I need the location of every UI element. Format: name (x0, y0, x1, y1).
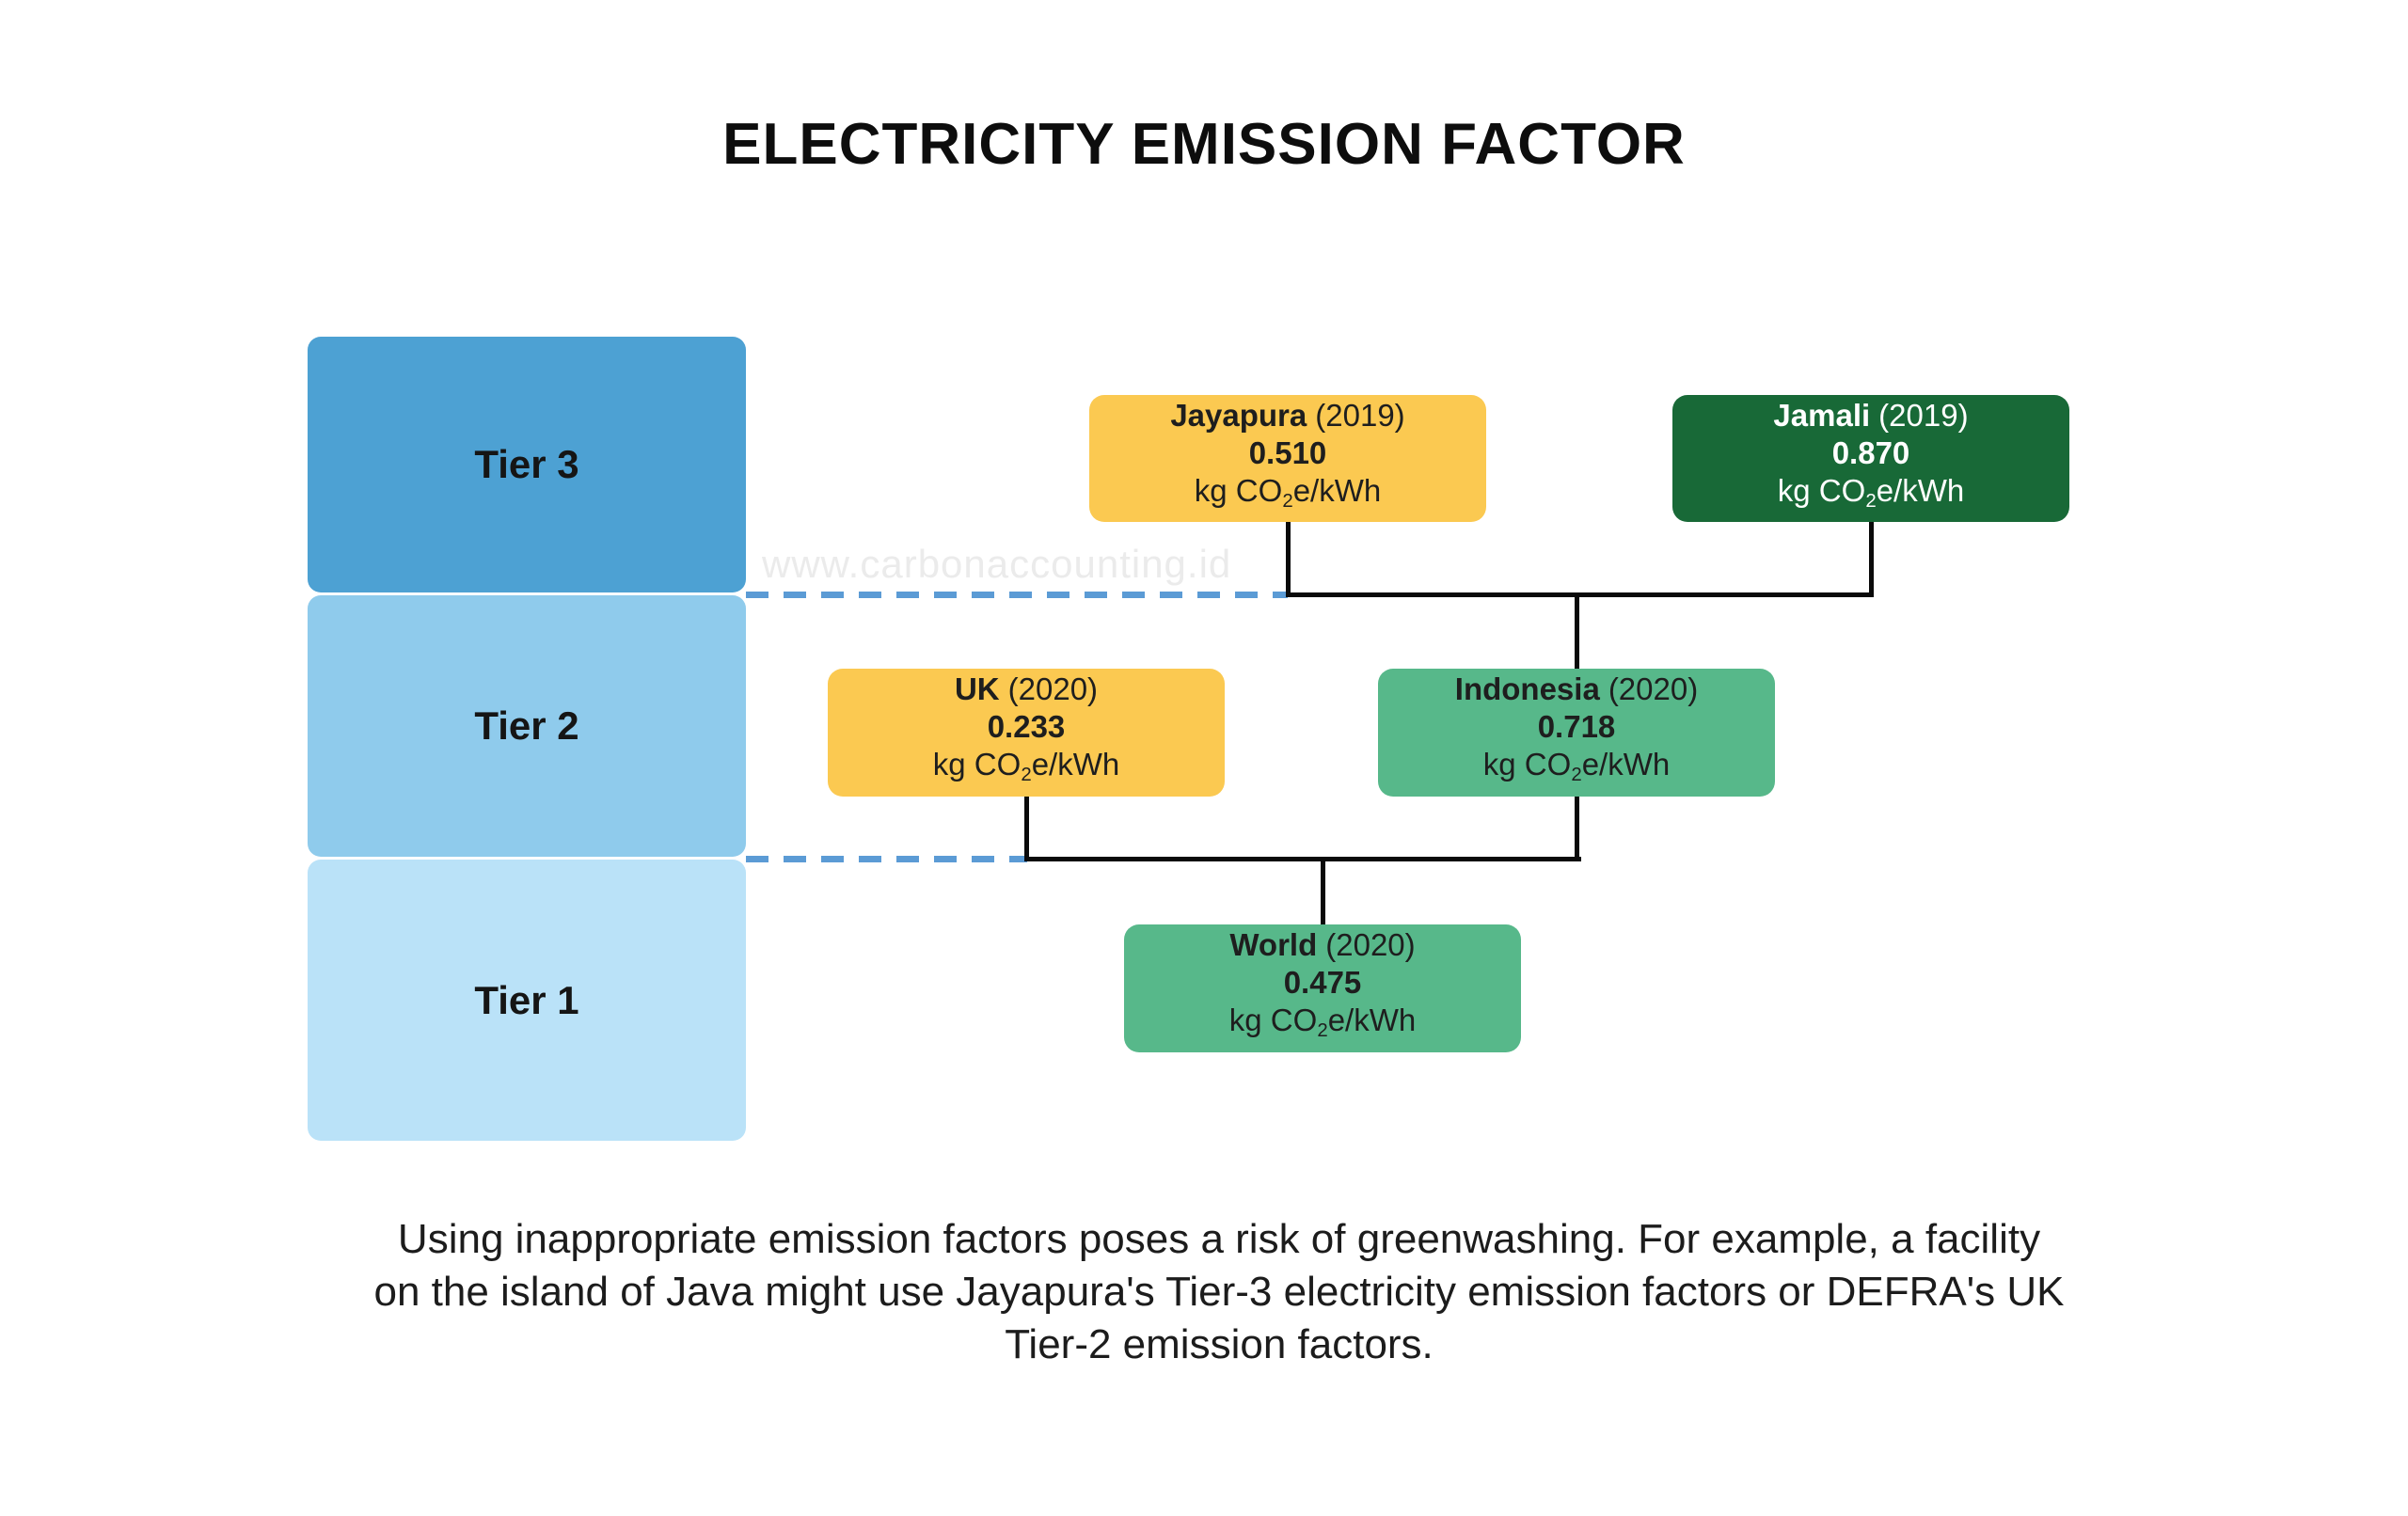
tier-3-band: Tier 3 (308, 337, 746, 592)
footnote-line-1: Using inappropriate emission factors pos… (397, 1216, 2041, 1262)
node-jamali-title: Jamali(2019) (1773, 397, 1969, 433)
node-uk-unit: kg CO2e/kWh (932, 747, 1120, 786)
node-jamali-value: 0.870 (1831, 434, 1910, 470)
node-world-unit: kg CO2e/kWh (1228, 1003, 1417, 1042)
connector-bottom-horizontal (1024, 857, 1581, 861)
node-jayapura-value: 0.510 (1248, 434, 1327, 470)
node-indonesia-value: 0.718 (1537, 709, 1616, 745)
node-jayapura-unit: kg CO2e/kWh (1194, 472, 1382, 513)
watermark-text: www.carbonaccounting.id (762, 542, 1232, 586)
node-jayapura-title: Jayapura(2019) (1170, 397, 1405, 433)
tier2-tier1-boundary-dashed-line (746, 856, 1027, 862)
connector-indonesia-down (1575, 796, 1579, 861)
tier-1-band: Tier 1 (308, 860, 746, 1141)
node-jayapura: Jayapura(2019) 0.510 kg CO2e/kWh (1089, 395, 1486, 522)
connector-top-horizontal (1286, 592, 1874, 597)
footnote-line-2: on the island of Java might use Jayapura… (373, 1269, 2065, 1315)
node-world-value: 0.475 (1283, 965, 1362, 1001)
node-indonesia: Indonesia(2020) 0.718 kg CO2e/kWh (1378, 669, 1775, 797)
tier-3-label: Tier 3 (474, 442, 579, 486)
node-jamali: Jamali(2019) 0.870 kg CO2e/kWh (1672, 395, 2069, 522)
connector-to-world (1321, 857, 1325, 925)
node-world: World(2020) 0.475 kg CO2e/kWh (1124, 924, 1521, 1052)
node-uk: UK(2020) 0.233 kg CO2e/kWh (828, 669, 1225, 797)
tier-1-label: Tier 1 (474, 977, 579, 1022)
connector-jayapura-down (1286, 522, 1291, 596)
footnote-paragraph: Using inappropriate emission factors pos… (15, 1213, 2408, 1371)
tier-2-label: Tier 2 (474, 703, 579, 748)
node-uk-value: 0.233 (987, 709, 1066, 745)
node-jamali-unit: kg CO2e/kWh (1777, 472, 1965, 513)
tier-2-band: Tier 2 (308, 595, 746, 857)
footnote-line-3: Tier-2 emission factors. (1005, 1321, 1434, 1367)
node-indonesia-unit: kg CO2e/kWh (1482, 747, 1671, 786)
node-indonesia-title: Indonesia(2020) (1454, 671, 1699, 707)
connector-to-indonesia (1575, 592, 1579, 671)
connector-uk-down (1024, 796, 1029, 861)
node-world-title: World(2020) (1229, 927, 1416, 963)
tier3-tier2-boundary-dashed-line (746, 592, 1288, 598)
page-title: ELECTRICITY EMISSION FACTOR (722, 112, 1686, 177)
node-uk-title: UK(2020) (954, 671, 1099, 707)
connector-jamali-down (1869, 521, 1874, 596)
